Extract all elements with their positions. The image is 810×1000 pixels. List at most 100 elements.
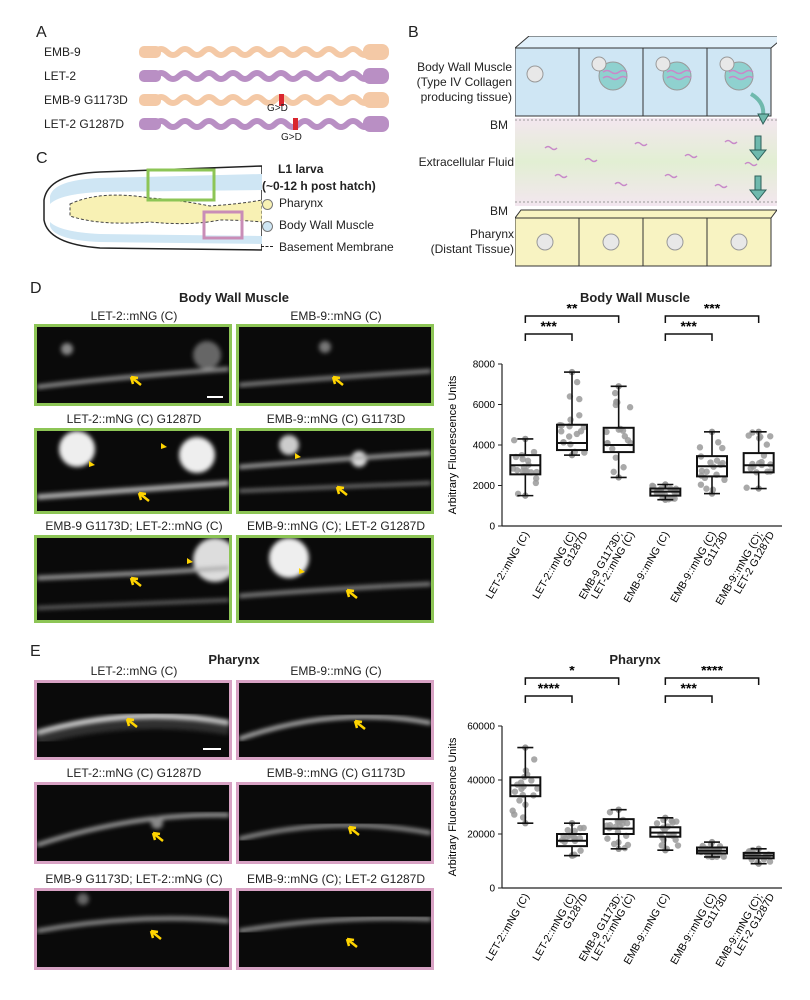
data-point	[577, 847, 584, 854]
data-point	[531, 756, 538, 763]
data-point	[534, 785, 541, 792]
data-point	[528, 777, 535, 784]
significance-label: ***	[680, 680, 697, 696]
collagen-emb9-g1173d	[139, 92, 389, 108]
y-tick-label: 60000	[467, 722, 495, 733]
data-point	[621, 433, 629, 440]
y-tick-label: 4000	[473, 441, 496, 452]
panel-a-label: A	[36, 24, 47, 41]
panel-a-row-label-1: EMB-9	[44, 45, 81, 59]
data-point	[698, 467, 706, 475]
chart-d-title: Body Wall Muscle	[579, 290, 691, 305]
d-image-6	[236, 535, 434, 623]
panel-b-label: B	[408, 24, 419, 41]
data-point	[612, 454, 620, 461]
data-point	[530, 448, 538, 456]
panel-e-label: E	[30, 643, 41, 660]
data-point	[606, 809, 614, 816]
panel-c-label: C	[36, 150, 48, 167]
data-point	[673, 818, 680, 825]
box	[742, 452, 775, 474]
collagen-nc1-domain	[363, 44, 389, 60]
mutation-marker	[293, 118, 298, 130]
d-image-2	[236, 324, 434, 406]
y-tick-label: 2000	[473, 481, 496, 492]
pharynx-label-title: Pharynx	[469, 227, 514, 241]
d-img1-caption: LET-2::mNG (C)	[90, 309, 178, 323]
data-point	[509, 807, 516, 814]
collagen-helix	[152, 70, 374, 82]
significance-label: **	[567, 304, 578, 316]
panel-d-heading: Body Wall Muscle	[178, 290, 290, 305]
larva-title: L1 larva	[278, 162, 324, 176]
y-tick-label: 20000	[467, 830, 495, 841]
collagen-helix	[152, 118, 374, 130]
e-image-5	[34, 888, 232, 970]
data-point	[513, 467, 521, 474]
d-image-1	[34, 324, 232, 406]
significance-label: ***	[704, 304, 721, 316]
box	[602, 818, 635, 835]
muscle-label-sub: (Type IV Collagen	[416, 75, 512, 89]
collagen-strands	[544, 69, 758, 189]
pharynx-label: Pharynx (Distant Tissue)	[410, 227, 514, 257]
legend-pharynx-swatch	[262, 199, 273, 210]
box	[509, 776, 542, 798]
data-point	[713, 457, 721, 464]
collagen-n-terminus	[139, 118, 161, 130]
data-point	[721, 476, 728, 484]
data-point	[623, 820, 631, 827]
e-img3-caption: LET-2::mNG (C) G1287D	[66, 766, 202, 780]
collagen-nc1-domain	[363, 68, 389, 84]
data-point	[610, 468, 617, 476]
collagen-nc1-domain	[363, 116, 389, 132]
collagen-n-terminus	[139, 94, 161, 106]
e-img4-caption: EMB-9::mNG (C) G1173D	[266, 766, 406, 780]
x-tick-label: LET-2::mNG (C)	[484, 892, 532, 964]
data-point	[763, 441, 771, 448]
y-tick-label: 0	[489, 522, 495, 533]
legend-bm: Basement Membrane	[279, 240, 394, 254]
mutation-marker	[279, 94, 284, 106]
data-point	[609, 445, 616, 452]
data-point	[576, 395, 583, 403]
muscle-cells	[515, 36, 777, 117]
chart-e-title: Pharynx	[609, 652, 661, 667]
d-image-4	[236, 428, 434, 514]
larva-subtitle: (~0-12 h post hatch)	[262, 179, 376, 193]
data-point	[668, 817, 675, 824]
data-point	[576, 412, 583, 419]
legend-pharynx: Pharynx	[279, 196, 324, 210]
legend-bm-swatch	[261, 246, 273, 247]
data-point	[519, 455, 526, 463]
significance-label: *	[569, 666, 575, 678]
collagen-schematic	[139, 44, 389, 132]
collagen-nc1-domain	[363, 92, 389, 108]
data-point	[516, 797, 523, 804]
d-img2-caption: EMB-9::mNG (C)	[290, 309, 382, 323]
collagen-let2-g1287d	[139, 116, 389, 132]
data-point	[719, 459, 726, 467]
panel-a-row-label-2: LET-2	[44, 69, 77, 83]
data-point	[703, 485, 710, 492]
significance-label: ****	[701, 666, 723, 678]
data-point	[603, 428, 610, 436]
e-img1-caption: LET-2::mNG (C)	[90, 664, 178, 678]
y-tick-label: 6000	[473, 400, 496, 411]
collagen-let2	[139, 68, 389, 84]
collagen-n-terminus	[139, 46, 161, 58]
e-image-3	[34, 782, 232, 864]
e-img2-caption: EMB-9::mNG (C)	[290, 664, 382, 678]
collagen-emb9	[139, 44, 389, 60]
data-point	[696, 444, 704, 451]
collagen-helix	[152, 46, 374, 58]
data-point	[603, 822, 611, 829]
tissue-diagram	[515, 36, 777, 267]
significance-bracket	[664, 315, 760, 323]
d-img4-caption: EMB-9::mNG (C) G1173D	[266, 412, 406, 426]
data-point	[558, 428, 565, 435]
secretion-arrows	[748, 92, 770, 201]
pharynx-cells	[515, 209, 777, 267]
